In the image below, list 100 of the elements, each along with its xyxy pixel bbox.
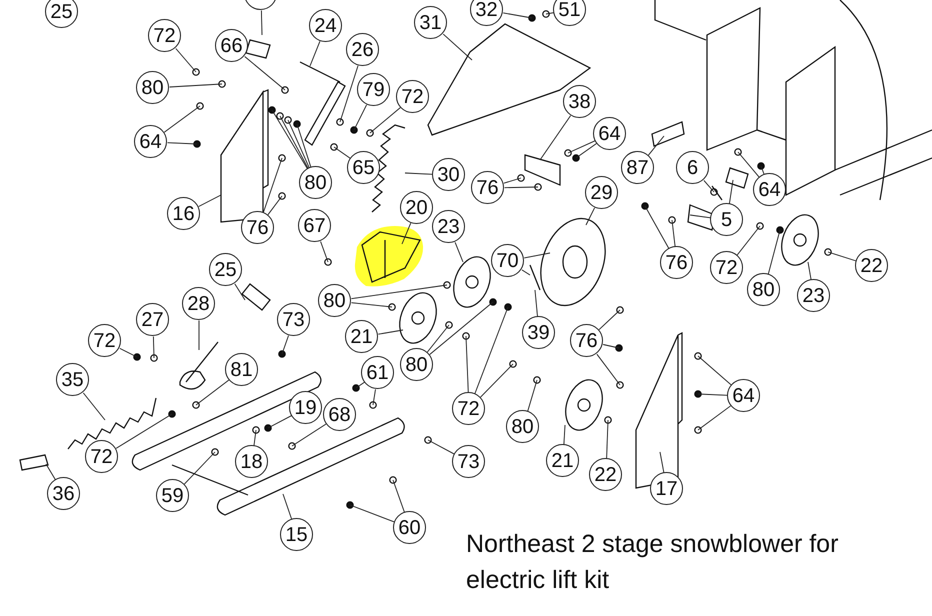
callout-number: 76: [570, 324, 603, 357]
leader-line: [466, 336, 469, 393]
leader-line: [268, 415, 292, 428]
leader-line: [282, 494, 292, 520]
leader-line: [698, 405, 732, 430]
callout-number: 21: [345, 320, 378, 353]
leader-line: [152, 336, 154, 358]
callout-number: 66: [215, 29, 248, 62]
leader-line: [504, 186, 538, 188]
callout-number: 25: [45, 0, 78, 28]
leader-line: [234, 283, 246, 300]
leader-line: [356, 382, 365, 388]
leader-line: [370, 107, 401, 134]
leader-line: [540, 115, 572, 160]
leader-line: [644, 206, 670, 250]
leader-line: [534, 290, 538, 318]
callout-number: 64: [753, 173, 786, 206]
leader-line: [282, 335, 289, 354]
callout-number: 70: [491, 244, 524, 277]
leader-line: [602, 344, 620, 348]
leader-line: [576, 143, 597, 158]
leader-line: [175, 48, 196, 72]
leader-line: [119, 348, 138, 358]
callout-number: 72: [148, 19, 181, 52]
leader-line: [167, 142, 198, 144]
leader-line: [262, 158, 282, 213]
leader-line: [372, 388, 376, 406]
callout-number: 80: [136, 71, 169, 104]
leader-line: [474, 306, 508, 394]
callout-number: 61: [361, 356, 394, 389]
leader-line: [198, 320, 200, 350]
callout-number: 22: [589, 458, 622, 491]
callout-number: 16: [167, 197, 200, 230]
callout-number: 60: [393, 511, 426, 544]
leader-line: [340, 65, 358, 122]
callout-number: 39: [522, 316, 555, 349]
leader-line: [310, 40, 320, 66]
callout-number: 23: [432, 210, 465, 243]
leader-line: [260, 10, 262, 36]
callout-number: 80: [747, 273, 780, 306]
leader-line: [736, 226, 760, 256]
leader-line: [698, 356, 732, 386]
leader-line: [350, 302, 392, 308]
leader-line: [521, 269, 530, 276]
leader-line: [454, 242, 464, 262]
callout-number: 72: [710, 251, 743, 284]
callout-number: 76: [660, 246, 693, 279]
leader-line: [738, 152, 760, 178]
leader-line: [184, 452, 216, 485]
callout-number: 6: [676, 151, 709, 184]
callout-number: 51: [553, 0, 586, 26]
leader-line: [320, 241, 328, 262]
callout-number: 79: [357, 73, 390, 106]
leader-line: [392, 480, 405, 513]
leader-line: [267, 196, 282, 216]
leader-line: [568, 140, 596, 154]
callout-number: 73: [452, 445, 485, 478]
callout-number: 64: [727, 379, 760, 412]
leader-line: [378, 330, 404, 335]
leader-line: [586, 207, 596, 226]
callout-number: 87: [621, 151, 654, 184]
callout-number: 38: [563, 85, 596, 118]
leader-line: [428, 440, 455, 455]
leader-line: [703, 180, 714, 192]
leader-line: [292, 424, 327, 446]
leader-line: [503, 178, 522, 184]
callout-number: 73: [277, 303, 310, 336]
leader-line: [524, 252, 550, 258]
callout-number: 28: [182, 287, 215, 320]
callout-number: 24: [309, 9, 342, 42]
leader-line: [546, 12, 554, 14]
callout-number: 32: [470, 0, 503, 26]
callout-number: 21: [546, 444, 579, 477]
leader-line: [563, 424, 566, 445]
callout-number: 35: [56, 363, 89, 396]
callout-number: 72: [88, 324, 121, 357]
leader-line: [527, 380, 538, 412]
callout-number: 64: [593, 117, 626, 150]
callout-number: 27: [136, 303, 169, 336]
leader-line: [296, 124, 312, 168]
callout-number: 80: [400, 348, 433, 381]
leader-line: [334, 146, 351, 159]
callout-number: 64: [134, 125, 167, 158]
leader-line: [46, 464, 56, 480]
leader-line: [164, 106, 200, 133]
leader-line: [198, 194, 222, 207]
leader-line: [596, 354, 620, 386]
callout-number: 19: [289, 391, 322, 424]
leader-line: [698, 394, 728, 396]
leader-line: [648, 136, 664, 156]
leader-line: [169, 84, 222, 88]
callout-number: 76: [241, 211, 274, 244]
callout-number: 25: [209, 253, 242, 286]
callout-number: 20: [400, 191, 433, 224]
callout-number: 29: [585, 176, 618, 209]
leader-line: [480, 364, 514, 398]
leader-line: [598, 310, 620, 330]
leader-line: [828, 252, 857, 262]
callout-number: 22: [855, 249, 888, 282]
leader-line: [672, 220, 676, 248]
